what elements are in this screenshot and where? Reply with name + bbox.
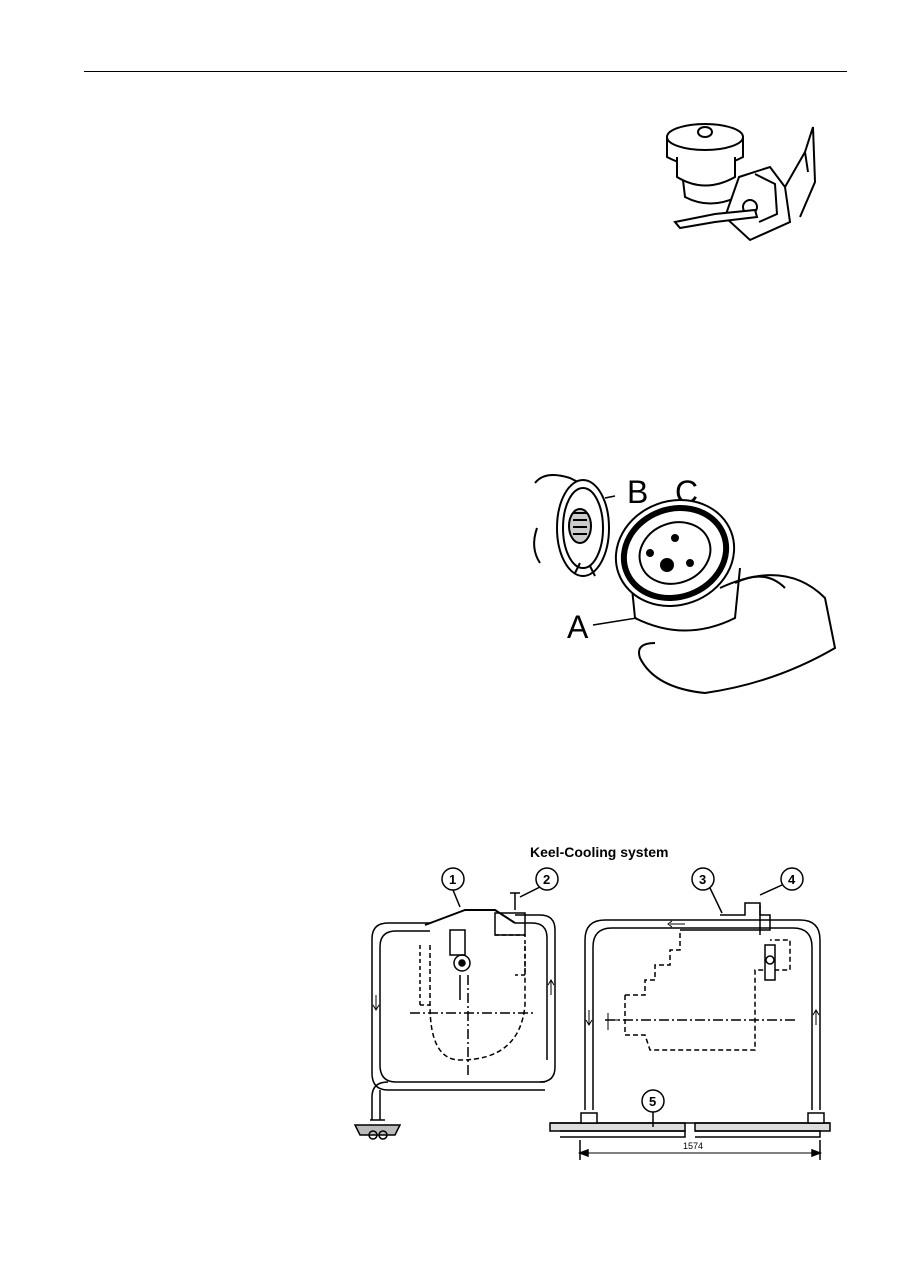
callout-2: 2 xyxy=(543,872,550,887)
label-b: B xyxy=(627,474,648,510)
callout-1: 1 xyxy=(449,872,456,887)
keel-dimension: 1574 xyxy=(683,1141,703,1151)
oil-filter-illustration: B C A xyxy=(525,468,840,700)
keel-cooling-diagram: Keel-Cooling system xyxy=(350,835,845,1160)
label-a: A xyxy=(567,609,589,645)
callout-5: 5 xyxy=(649,1094,656,1109)
header-rule xyxy=(84,71,847,72)
callout-4: 4 xyxy=(788,872,796,887)
keel-title: Keel-Cooling system xyxy=(530,844,668,860)
callout-3: 3 xyxy=(699,872,706,887)
fuel-pump-illustration xyxy=(655,122,840,247)
